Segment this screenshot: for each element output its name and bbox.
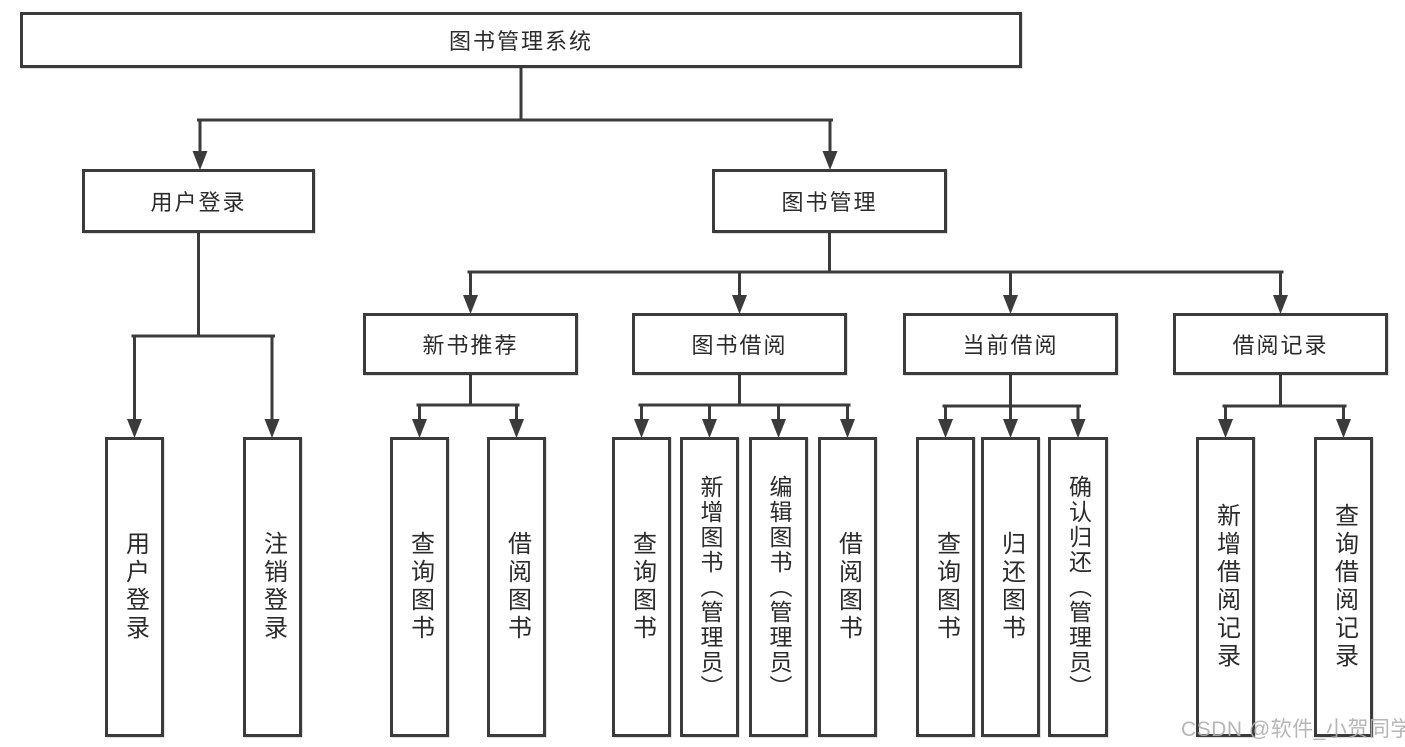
leaf-borrow-borrow-books: 借阅图书 (818, 437, 877, 737)
leaf-borrow-edit-books-admin: 编辑图书（管理员） (749, 437, 808, 737)
node-borrow-records: 借阅记录 (1173, 313, 1388, 375)
leaf-logout-login: 注销登录 (243, 437, 302, 737)
leaf-current-query-books: 查询图书 (916, 437, 975, 737)
leaf-newbook-borrow-books: 借阅图书 (487, 437, 546, 737)
arrowheads (127, 151, 1351, 438)
leaf-records-add-borrow-record: 新增借阅记录 (1196, 437, 1255, 737)
leaf-newbook-query-books: 查询图书 (390, 437, 449, 737)
leaf-user-login: 用户登录 (105, 437, 164, 737)
node-new-book-recommend: 新书推荐 (363, 313, 578, 375)
leaf-records-query-borrow-record: 查询借阅记录 (1314, 437, 1373, 737)
leaf-current-confirm-return-admin: 确认归还（管理员） (1048, 437, 1108, 737)
node-user-login: 用户登录 (82, 169, 315, 233)
node-current-borrow: 当前借阅 (903, 313, 1118, 375)
leaf-current-return-books: 归还图书 (981, 437, 1040, 737)
node-book-management: 图书管理 (712, 169, 947, 233)
csdn-watermark: CSDN @软件_小贺同学 (1181, 718, 1405, 741)
leaf-borrow-query-books: 查询图书 (612, 437, 671, 737)
node-root: 图书管理系统 (20, 12, 1022, 68)
leaf-borrow-add-books-admin: 新增图书（管理员） (680, 437, 739, 737)
node-book-borrow: 图书借阅 (632, 313, 847, 375)
